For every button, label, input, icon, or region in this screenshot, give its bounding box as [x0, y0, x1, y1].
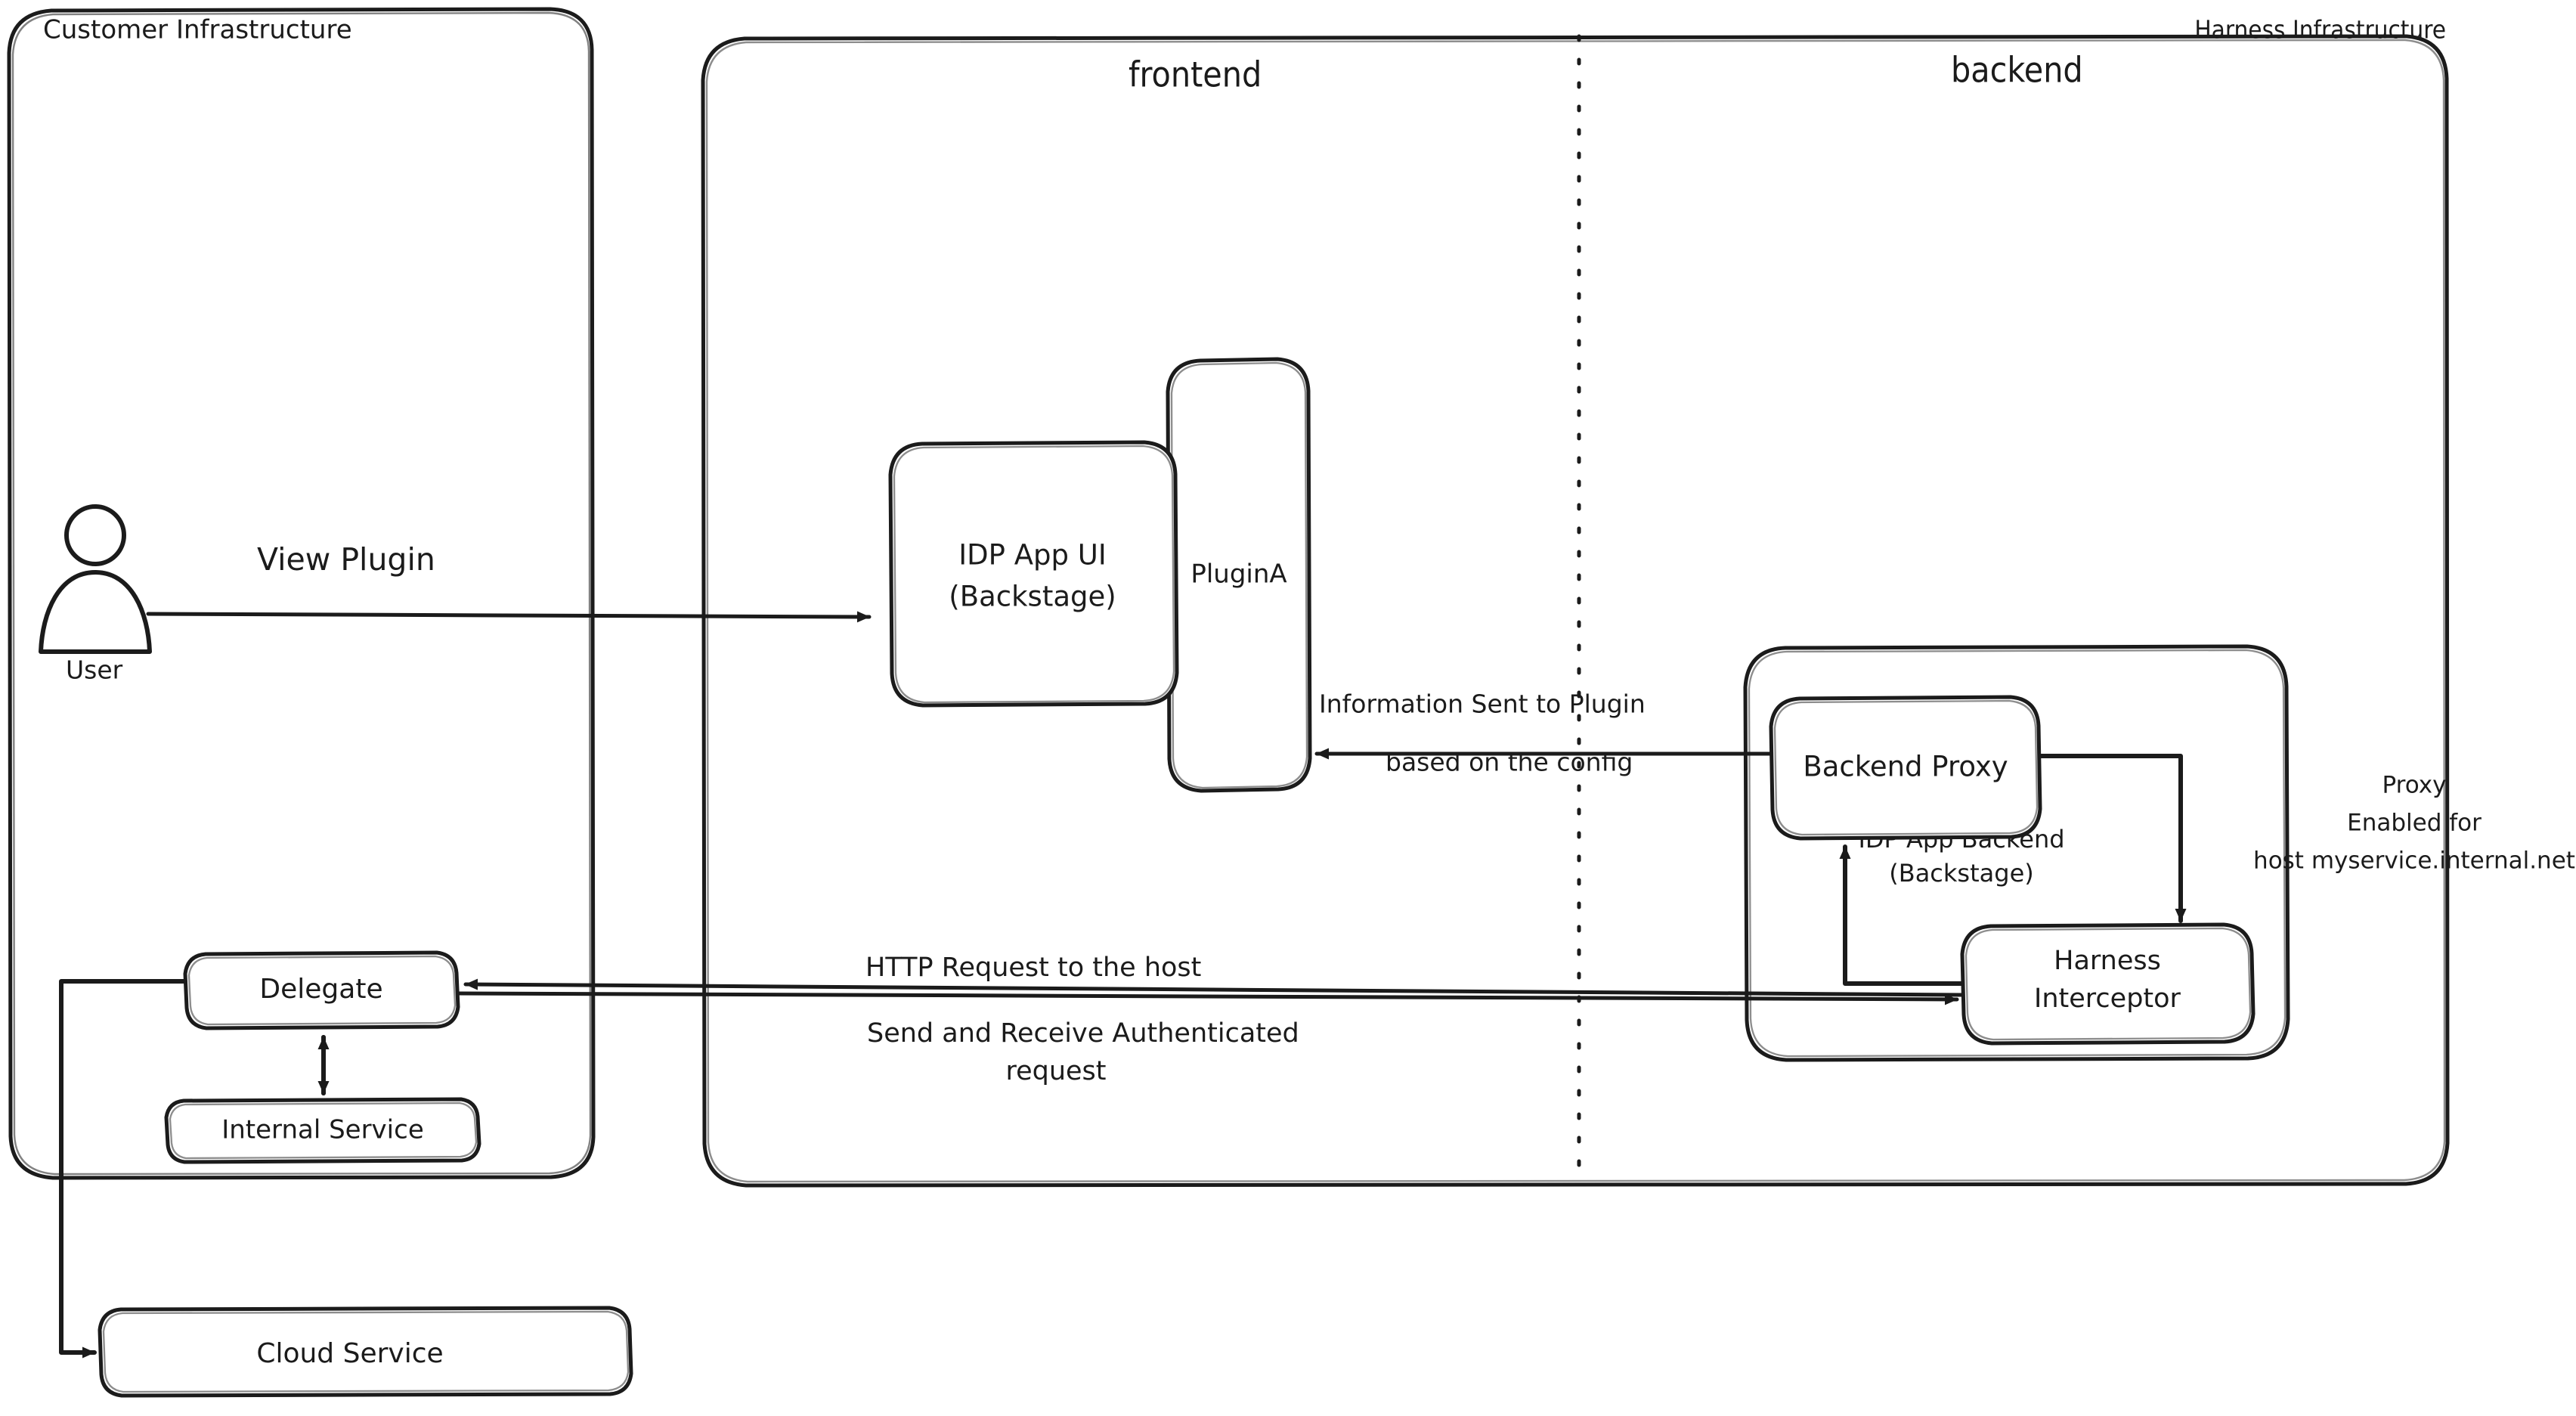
send-receive-label-line2: request: [1005, 1056, 1106, 1086]
delegate-label: Delegate: [259, 974, 382, 1005]
group-customer-infrastructure: Customer Infrastructure: [7, 7, 596, 1180]
information-sent-label-line2: based on the config: [1386, 748, 1633, 777]
cloud-service-label: Cloud Service: [256, 1338, 443, 1369]
backend-section-label: backend: [1951, 50, 2083, 91]
idp-app-ui-label-line1: IDP App UI: [958, 539, 1107, 572]
group-harness-infrastructure: Harness Infrastructure frontend backend: [701, 15, 2450, 1188]
edge-delegate-to-cloud-service: [59, 979, 187, 1359]
view-plugin-edge-label: View Plugin: [257, 541, 435, 578]
harness-interceptor-label-line2: Interceptor: [2034, 984, 2181, 1014]
information-sent-label-line1: Information Sent to Plugin: [1319, 689, 1646, 719]
frontend-section-label: frontend: [1129, 54, 1262, 95]
proxy-enabled-label-line1: Proxy: [2382, 772, 2447, 799]
node-plugin-a[interactable]: PluginA: [1166, 357, 1312, 793]
proxy-enabled-label-line2: Enabled for: [2347, 810, 2482, 837]
node-delegate[interactable]: Delegate: [183, 950, 460, 1030]
node-idp-app-ui[interactable]: IDP App UI (Backstage): [888, 440, 1179, 708]
harness-infrastructure-label: Harness Infrastructure: [2194, 15, 2446, 45]
send-receive-label-line1: Send and Receive Authenticated: [867, 1018, 1299, 1049]
user-body-icon: [39, 570, 152, 654]
customer-infrastructure-label: Customer Infrastructure: [43, 15, 352, 45]
user-actor: User: [39, 504, 152, 685]
idp-app-ui-label-line2: (Backstage): [949, 581, 1116, 613]
plugin-a-label: PluginA: [1190, 559, 1286, 590]
proxy-enabled-label-line3: host myservice.internal.net: [2253, 847, 2575, 875]
edge-interceptor-to-proxy: [1839, 844, 1965, 986]
user-label: User: [66, 655, 123, 685]
edge-view-plugin: View Plugin: [146, 541, 872, 623]
idp-app-backend-label-line2: (Backstage): [1889, 859, 2033, 888]
node-internal-service[interactable]: Internal Service: [164, 1097, 481, 1164]
edge-http-request-to-host: HTTP Request to the host Send and Receiv…: [456, 953, 1965, 1086]
harness-interceptor-label-line1: Harness: [2054, 946, 2161, 976]
node-cloud-service[interactable]: Cloud Service: [98, 1306, 633, 1398]
node-harness-interceptor[interactable]: Harness Interceptor: [1960, 922, 2256, 1046]
node-backend-proxy[interactable]: Backend Proxy: [1769, 695, 2042, 841]
edge-proxy-to-interceptor: Proxy Enabled for host myservice.interna…: [2038, 754, 2575, 923]
http-request-label: HTTP Request to the host: [865, 953, 1201, 983]
edge-information-sent-to-plugin: Information Sent to Plugin based on the …: [1314, 689, 1773, 777]
user-avatar-icon: [64, 504, 126, 566]
backend-proxy-label: Backend Proxy: [1803, 751, 2008, 783]
internal-service-label: Internal Service: [221, 1115, 424, 1145]
